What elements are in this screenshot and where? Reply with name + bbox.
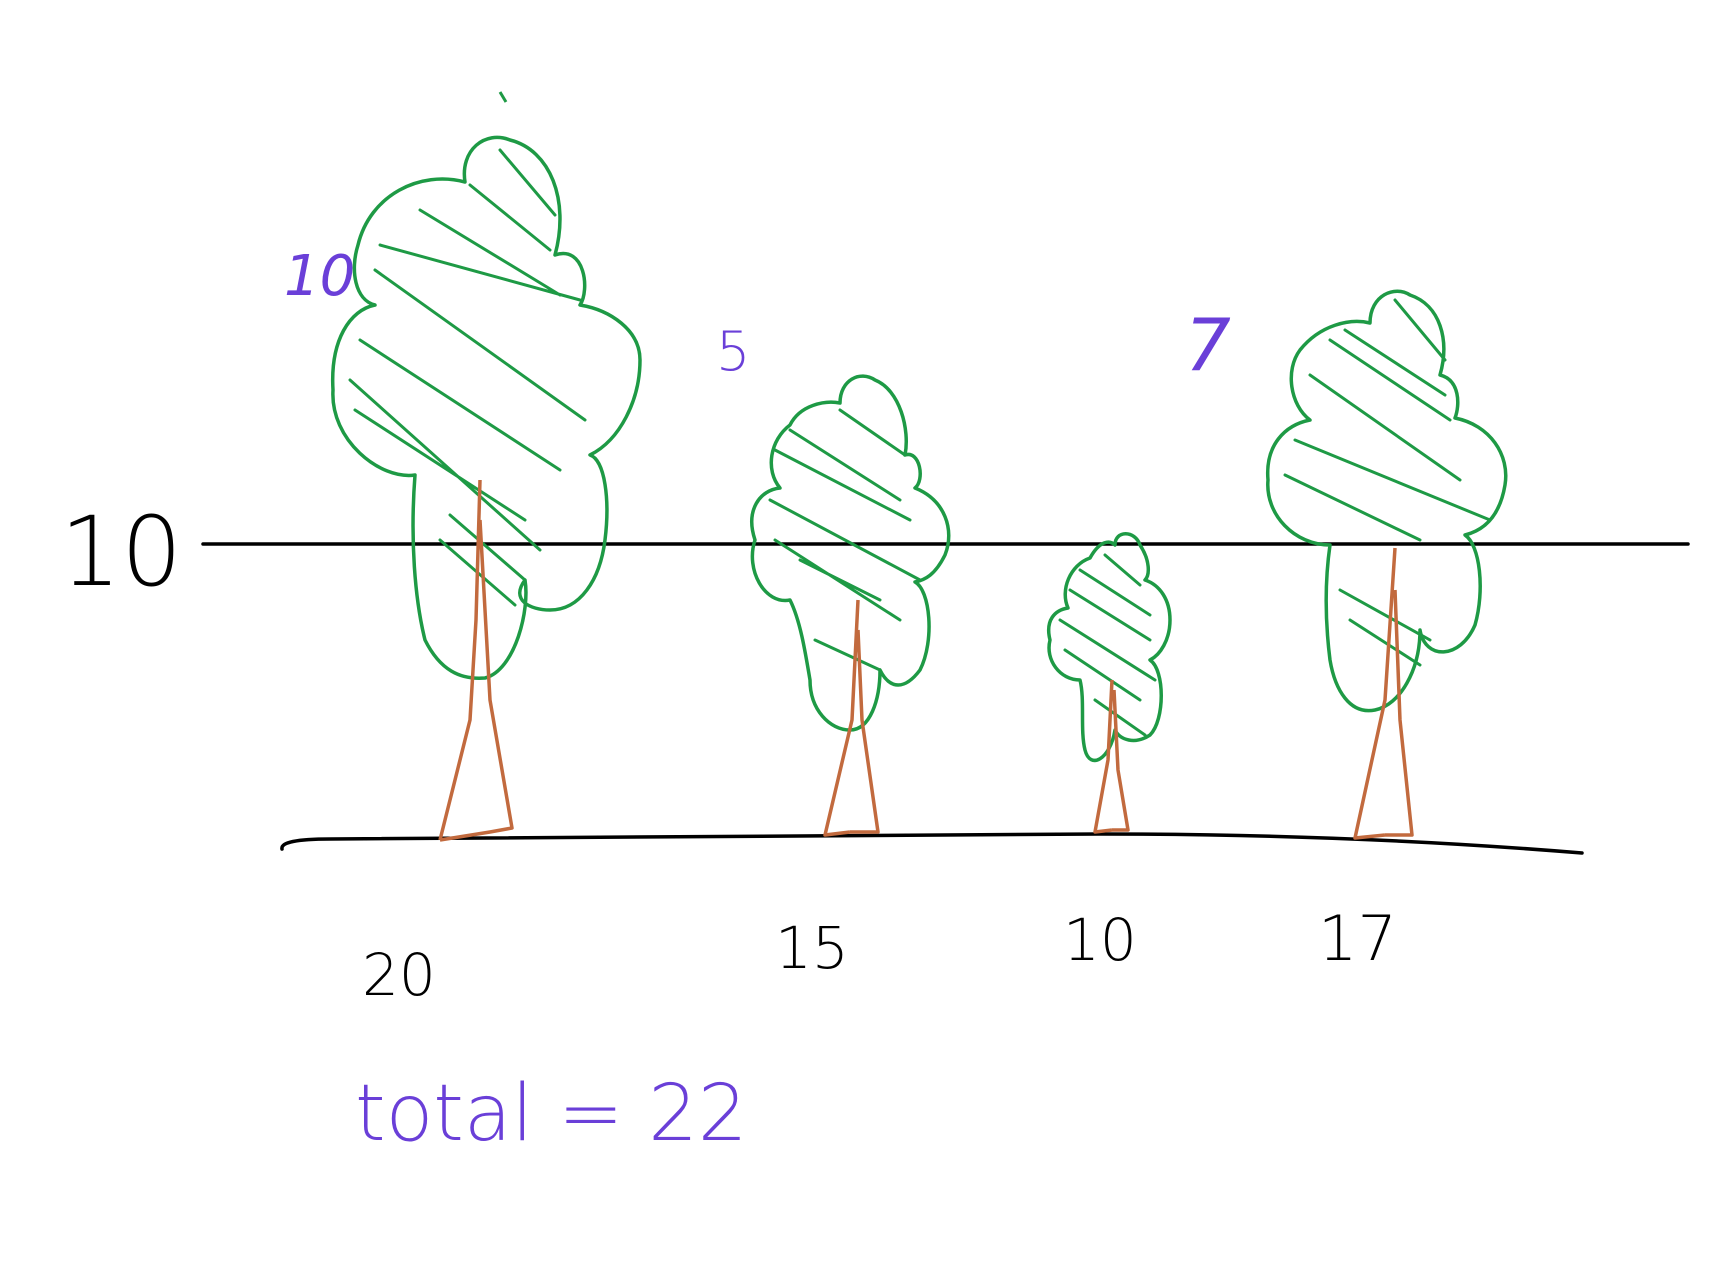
tree-4-excess-label: 7 (1185, 303, 1231, 387)
tree-4-shading (1283, 298, 1492, 667)
tree-2-shading (768, 408, 922, 672)
tree-2-height-label: 15 (775, 914, 849, 982)
tree-3 (1047, 532, 1172, 834)
tree-4-foliage (1266, 289, 1508, 713)
total-label: total = 22 (355, 1069, 748, 1159)
tree-1-shading (348, 148, 587, 607)
tree-1-excess-label: 10 (284, 244, 355, 309)
tree-2 (750, 374, 951, 837)
tree-2-excess-label: 5 (716, 320, 750, 383)
tree-1-foliage (330, 135, 642, 680)
ground-line (280, 832, 1584, 855)
tree-4-height-label: 17 (1318, 902, 1397, 975)
tree-4 (1266, 289, 1508, 840)
tree-3-trunk (1093, 679, 1130, 834)
tree-1 (330, 91, 642, 842)
tree-2-trunk (823, 599, 880, 837)
tree-1-trunk (438, 479, 514, 842)
tree-3-shading (1058, 553, 1157, 737)
tree-1-tip (498, 91, 508, 103)
tree-1-height-label: 20 (362, 941, 436, 1009)
tree-4-trunk (1353, 547, 1414, 840)
tree-2-foliage (750, 374, 951, 732)
threshold-label: 10 (60, 496, 182, 608)
tree-3-height-label: 10 (1063, 906, 1137, 974)
